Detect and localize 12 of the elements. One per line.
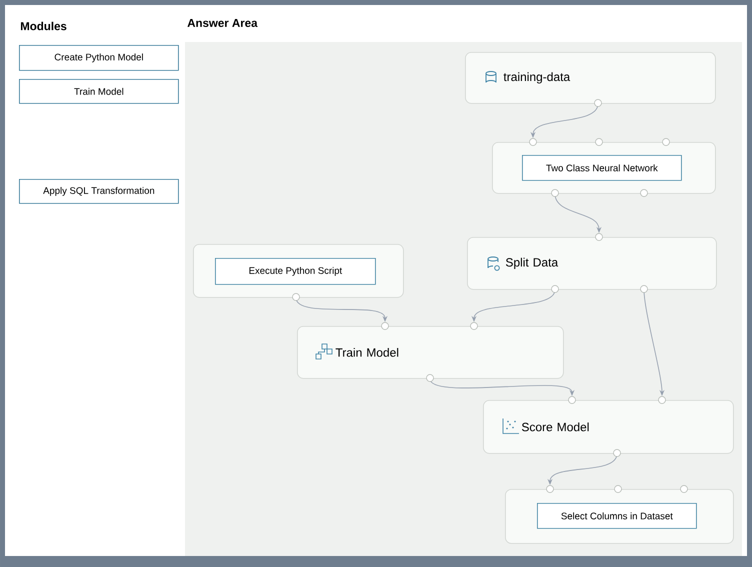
panel-heading: Answer Area [188,19,258,27]
module-box: Apply SQL Transformation [19,179,179,204]
module-card: Score Model [483,400,734,454]
module-box: Create Python Model [19,45,179,71]
module-box: Train Model [19,79,179,104]
answer-box: Select Columns in Dataset [537,503,697,529]
answer-box: Execute Python Script [215,258,376,285]
module-card: training-data [465,52,716,104]
module-card: Split Data [467,237,717,290]
module-card: Train Model [297,326,564,379]
panel-heading: Modules [20,22,66,30]
answer-box: Two Class Neural Network [522,155,682,181]
